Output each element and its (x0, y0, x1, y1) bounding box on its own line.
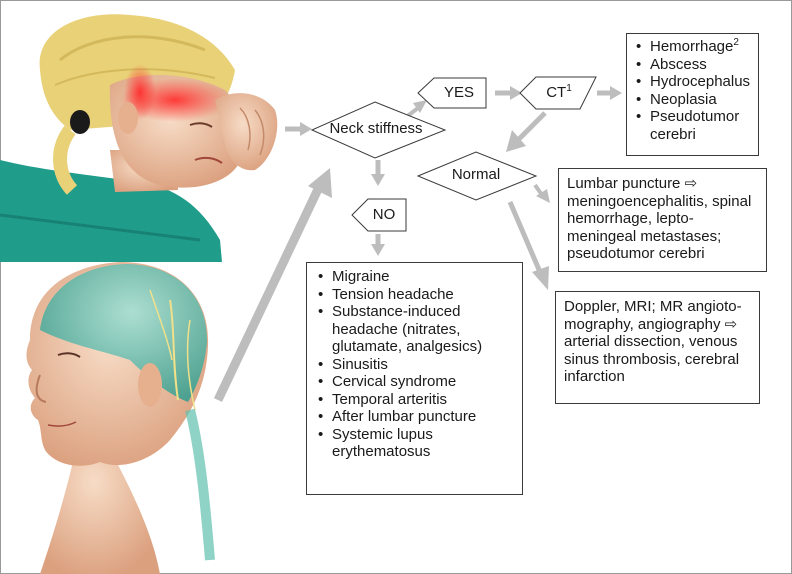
no-label: NO (364, 206, 404, 223)
ct-findings-box: Hemorrhage2 Abscess Hydrocephalus Neopla… (626, 33, 759, 156)
finding-item: Abscess (633, 56, 752, 74)
neck-stiffness-label: Neck stiffness (314, 120, 438, 137)
lumbar-puncture-text: Lumbar puncture ⇨ meningoencephalitis, s… (567, 175, 758, 263)
headache-woman-illustration (0, 14, 277, 262)
ct-findings-list: Hemorrhage2 Abscess Hydrocephalus Neopla… (633, 38, 752, 143)
normal-label: Normal (440, 166, 512, 183)
lumbar-puncture-box: Lumbar puncture ⇨ meningoencephalitis, s… (558, 168, 767, 272)
finding-item: Pseudotumor cerebri (633, 108, 752, 143)
finding-item: Hemorrhage2 (633, 38, 752, 56)
cause-item: Cervical syndrome (315, 373, 514, 391)
finding-item: Hydrocephalus (633, 73, 752, 91)
finding-item: Neoplasia (633, 91, 752, 109)
yes-label: YES (432, 84, 486, 101)
cause-item: After lumbar puncture (315, 408, 514, 426)
cause-item: Temporal arteritis (315, 391, 514, 409)
cause-item: Substance-induced headache (nitrates, gl… (315, 303, 514, 356)
causes-list: Migraine Tension headache Substance-indu… (315, 268, 514, 461)
cause-item: Systemic lupus erythematosus (315, 426, 514, 461)
cause-item: Tension headache (315, 286, 514, 304)
doppler-box: Doppler, MRI; MR angioto-mography, angio… (555, 291, 760, 404)
doppler-text: Doppler, MRI; MR angioto-mography, angio… (564, 298, 751, 386)
cause-item: Sinusitis (315, 356, 514, 374)
cause-item: Migraine (315, 268, 514, 286)
no-stiffness-causes-box: Migraine Tension headache Substance-indu… (306, 262, 523, 495)
ct-label: CT1 (530, 84, 588, 101)
nerve-head-illustration (26, 262, 210, 574)
